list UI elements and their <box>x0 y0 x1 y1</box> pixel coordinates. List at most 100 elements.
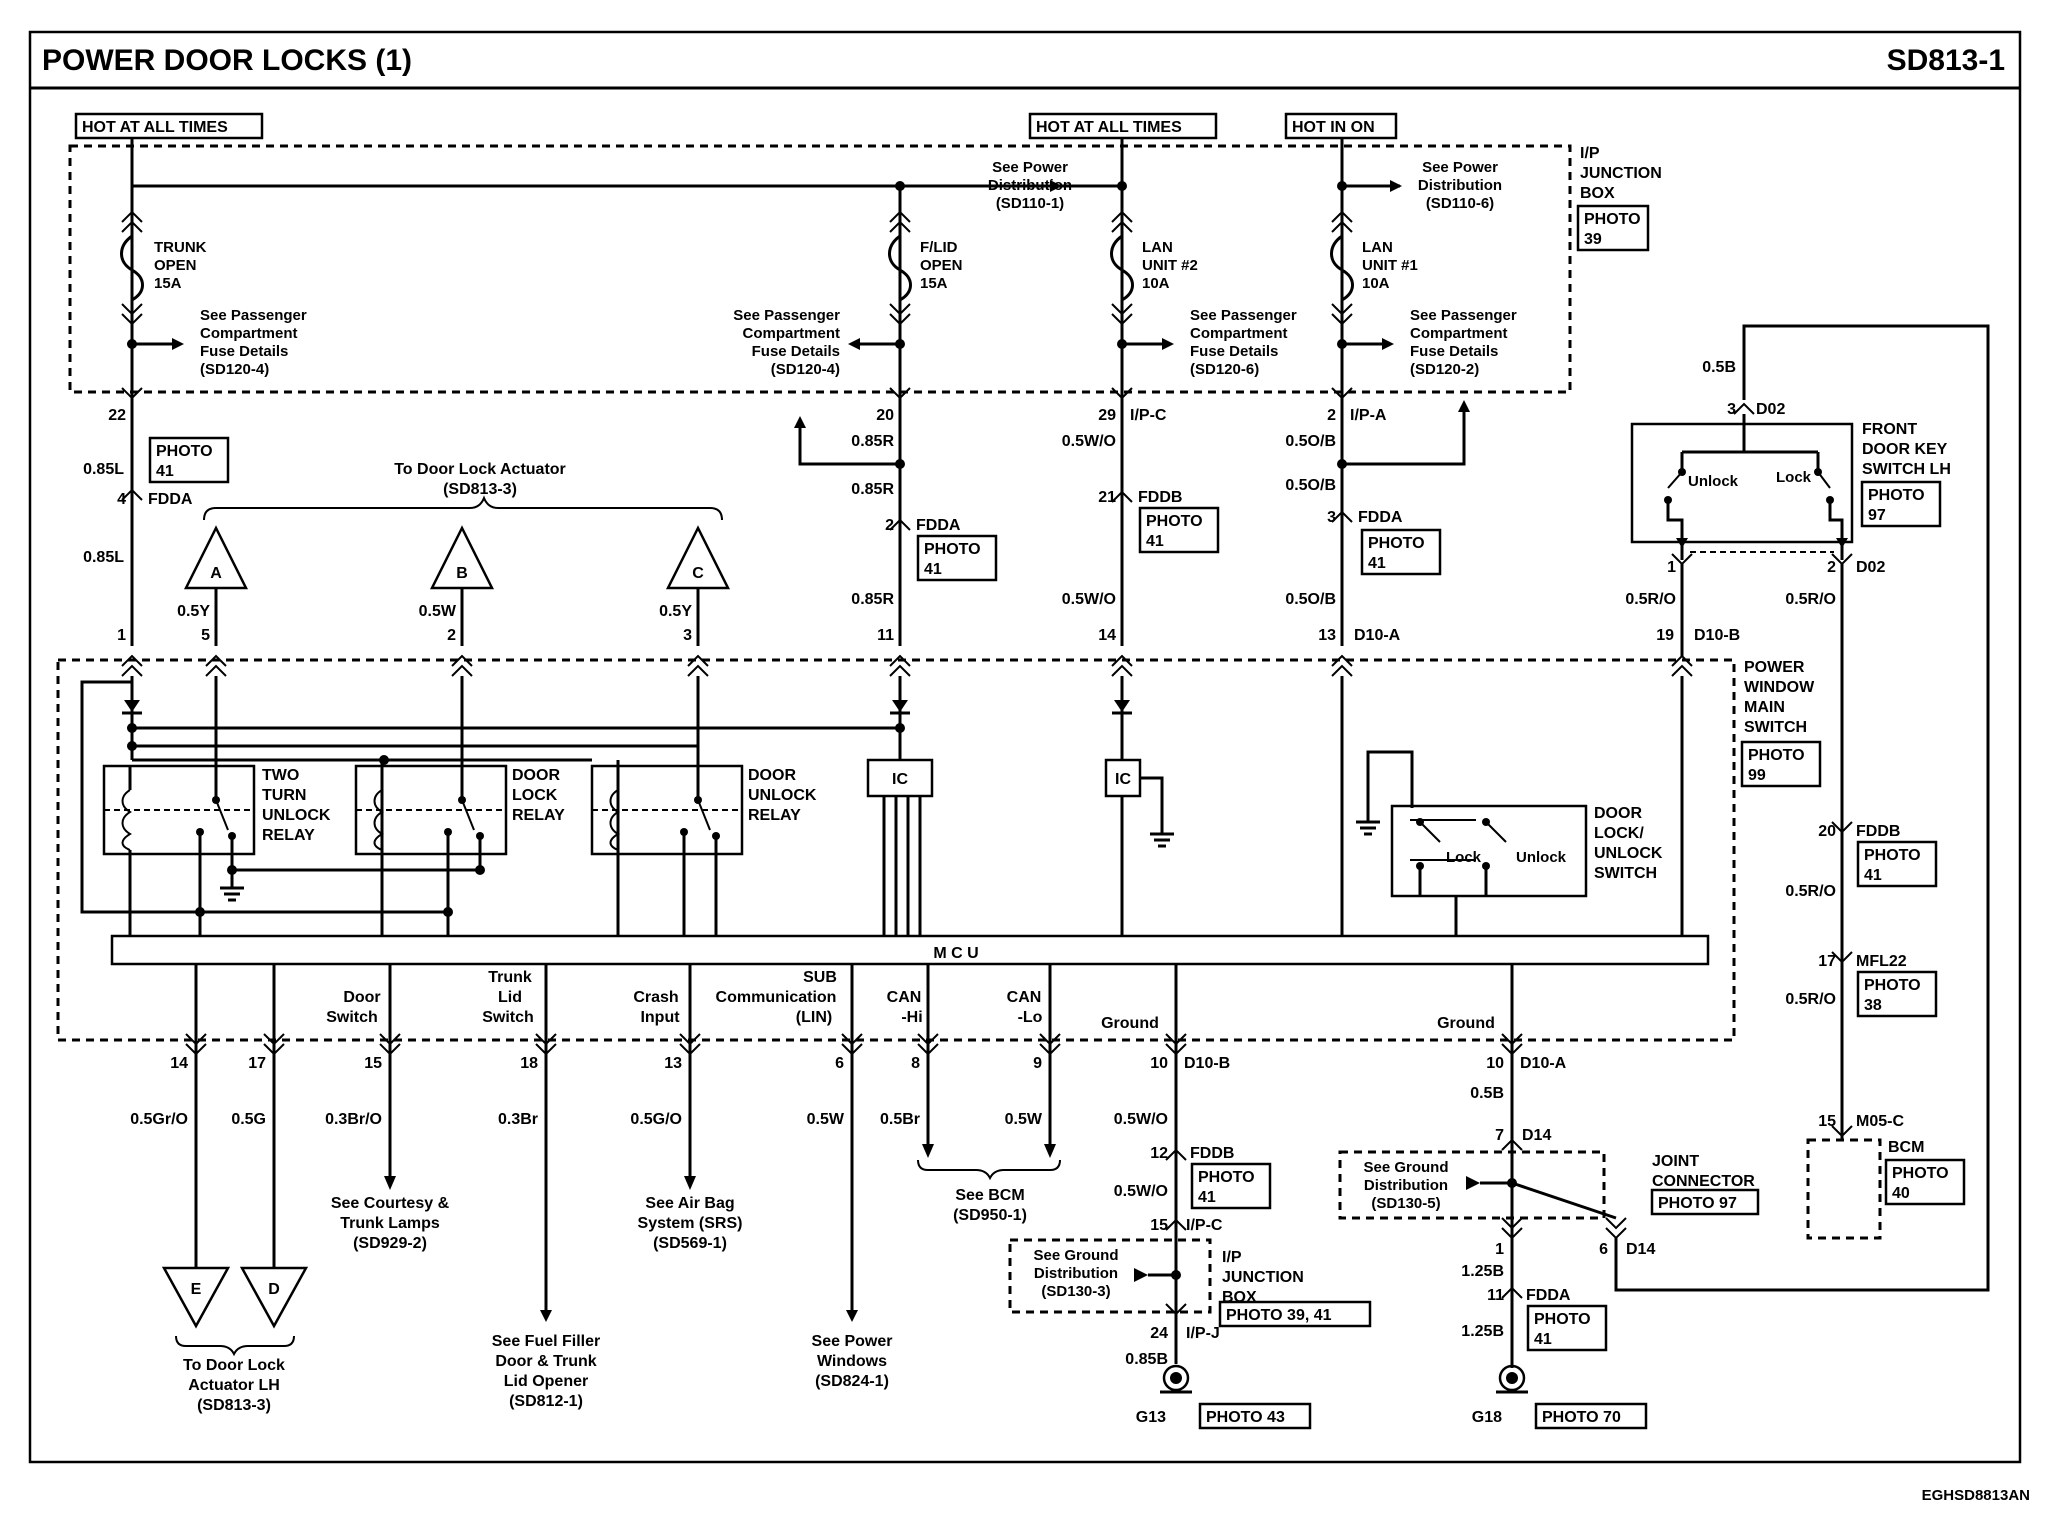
svg-text:HOT AT ALL TIMES: HOT AT ALL TIMES <box>1036 119 1182 136</box>
bcm-ref: See BCM (SD950-1) <box>953 1187 1027 1224</box>
svg-text:UNLOCK: UNLOCK <box>748 787 817 804</box>
svg-text:POWER: POWER <box>1744 659 1805 676</box>
wire-label: 0.5W/O <box>1062 433 1116 450</box>
svg-text:(SD824-1): (SD824-1) <box>815 1373 889 1390</box>
svg-text:TURN: TURN <box>262 787 306 804</box>
pin-label: 11 <box>1487 1287 1504 1304</box>
svg-text:-Lo: -Lo <box>1018 1009 1043 1026</box>
conn-fdda: FDDA <box>1358 509 1403 526</box>
wire-label: 0.5O/B <box>1285 477 1336 494</box>
pin-label: 20 <box>1818 823 1836 840</box>
pin-label: 13 <box>664 1055 682 1072</box>
pin-label: 2 <box>885 517 894 534</box>
wire-label: 0.5B <box>1470 1085 1504 1102</box>
svg-text:Trunk Lamps: Trunk Lamps <box>340 1215 440 1232</box>
svg-text:See BCM: See BCM <box>955 1187 1024 1204</box>
svg-text:PHOTO: PHOTO <box>1146 513 1203 530</box>
svg-text:41: 41 <box>1864 867 1882 884</box>
ground-g13-icon <box>1160 1364 1192 1394</box>
photo-41-f: PHOTO 41 <box>1526 1304 1608 1352</box>
svg-text:See Air Bag: See Air Bag <box>645 1195 734 1212</box>
svg-text:PHOTO: PHOTO <box>1748 747 1805 764</box>
svg-text:E: E <box>191 1281 202 1298</box>
conn-fddb: FDDB <box>1138 489 1182 506</box>
wire-label: 0.5R/O <box>1625 591 1676 608</box>
svg-text:PHOTO 39, 41: PHOTO 39, 41 <box>1226 1307 1332 1324</box>
svg-text:OPEN: OPEN <box>154 257 197 274</box>
svg-text:BCM: BCM <box>1888 1139 1924 1156</box>
conn-d14: D14 <box>1626 1241 1655 1258</box>
actuator-ref: To Door Lock Actuator (SD813-3) <box>203 461 723 521</box>
svg-text:See Power: See Power <box>812 1333 893 1350</box>
conn-ipc: I/P-C <box>1186 1217 1223 1234</box>
svg-text:Lid: Lid <box>498 989 522 1006</box>
pin-label: 5 <box>201 627 210 644</box>
wire-label: 0.85B <box>1125 1351 1168 1368</box>
svg-text:-Hi: -Hi <box>901 1009 922 1026</box>
pin-label: 3 <box>1327 509 1336 526</box>
photo-41-c: PHOTO 41 <box>1138 506 1220 554</box>
ground-g18-label: G18 <box>1472 1409 1502 1426</box>
pin-label: 15 <box>1818 1113 1836 1130</box>
pin-label: 10 <box>1486 1055 1504 1072</box>
svg-text:Lock: Lock <box>1446 849 1482 866</box>
svg-text:See Passenger: See Passenger <box>1190 307 1297 324</box>
pin-label: 15 <box>1150 1217 1168 1234</box>
wire-label: 0.85R <box>851 433 894 450</box>
photo-41-b: PHOTO 41 <box>916 534 998 582</box>
svg-text:TRUNK: TRUNK <box>154 239 207 256</box>
svg-text:PHOTO 43: PHOTO 43 <box>1206 1409 1285 1426</box>
svg-text:Ground: Ground <box>1437 1015 1495 1032</box>
svg-text:PHOTO: PHOTO <box>1864 977 1921 994</box>
wire-label: 0.3Br/O <box>325 1111 382 1128</box>
diagram-title: POWER DOOR LOCKS (1) <box>42 44 412 77</box>
svg-text:See Passenger: See Passenger <box>733 307 840 324</box>
svg-text:PHOTO: PHOTO <box>1892 1165 1949 1182</box>
svg-text:38: 38 <box>1864 997 1882 1014</box>
svg-text:RELAY: RELAY <box>512 807 565 824</box>
svg-text:BOX: BOX <box>1580 185 1615 202</box>
power-distribution-ref-2: See Power Distribution (SD110-6) <box>1418 159 1502 212</box>
door-unlock-relay: DOOR UNLOCK RELAY <box>590 764 817 856</box>
fuse-lan-unit-1: LAN UNIT #1 10A See Passenger Compartmen… <box>1327 186 1517 424</box>
svg-text:97: 97 <box>1868 507 1886 524</box>
svg-text:LOCK/: LOCK/ <box>1594 825 1644 842</box>
door-lock-unlock-switch: Lock Unlock DOOR LOCK/ UNLOCK SWITCH <box>1356 750 1663 936</box>
wire-label: 0.5Br <box>880 1111 920 1128</box>
connector-triangle-b: B <box>429 525 495 590</box>
diagram-code: SD813-1 <box>1887 44 2005 77</box>
bottom-connector-chevrons <box>185 1033 1523 1056</box>
svg-text:PHOTO: PHOTO <box>1864 847 1921 864</box>
wire-label: 0.5W/O <box>1062 591 1116 608</box>
svg-text:I/P: I/P <box>1222 1249 1242 1266</box>
svg-text:Ground: Ground <box>1101 1015 1159 1032</box>
ip-junction-box-label: I/P JUNCTION BOX PHOTO 39 <box>1576 145 1662 252</box>
mcu-bar <box>110 934 1710 966</box>
conn-ipj: I/P-J <box>1186 1325 1220 1342</box>
ip-junction-box-2-label: I/P JUNCTION BOX PHOTO 39, 41 <box>1218 1249 1372 1328</box>
svg-text:DOOR: DOOR <box>1594 805 1642 822</box>
svg-text:DOOR: DOOR <box>512 767 560 784</box>
svg-text:UNLOCK: UNLOCK <box>1594 845 1663 862</box>
pin-label: 21 <box>1098 489 1116 506</box>
svg-text:SWITCH LH: SWITCH LH <box>1862 461 1951 478</box>
svg-text:41: 41 <box>1146 533 1164 550</box>
wire-label: 0.5Gr/O <box>130 1111 188 1128</box>
svg-text:Unlock: Unlock <box>1688 473 1739 490</box>
wire-label: 0.5Y <box>659 603 692 620</box>
pin-label: 1 <box>1667 559 1676 576</box>
power-distribution-ref-1: See Power Distribution (SD110-1) <box>988 159 1072 212</box>
conn-d10b: D10-B <box>1184 1055 1230 1072</box>
svg-text:Unlock: Unlock <box>1516 849 1567 866</box>
conn-fdda: FDDA <box>1526 1287 1571 1304</box>
diagram-frame <box>28 30 2022 1464</box>
conn-d14: D14 <box>1522 1127 1551 1144</box>
photo-70: PHOTO 70 <box>1534 1402 1648 1430</box>
svg-text:Windows: Windows <box>817 1353 887 1370</box>
svg-text:41: 41 <box>924 561 942 578</box>
pin-label: 4 <box>117 491 126 508</box>
svg-text:10A: 10A <box>1362 275 1390 292</box>
wire-label: 0.5O/B <box>1285 591 1336 608</box>
svg-text:(SD120-2): (SD120-2) <box>1410 361 1479 378</box>
svg-text:PHOTO: PHOTO <box>924 541 981 558</box>
